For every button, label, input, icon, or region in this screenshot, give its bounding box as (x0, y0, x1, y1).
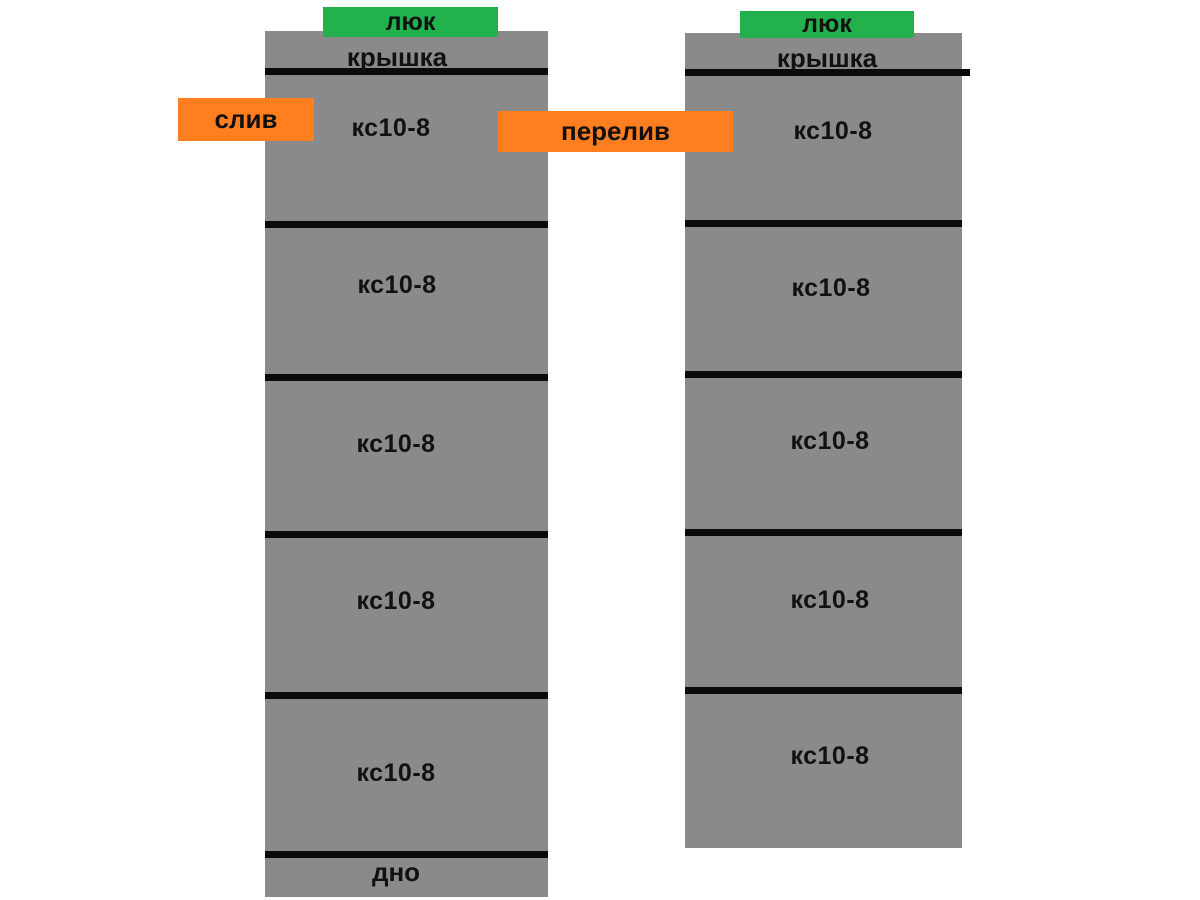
right-tank-ring-label-5: кс10-8 (790, 742, 870, 770)
left-tank-body (265, 31, 548, 897)
left-tank-ring-label-4: кс10-8 (356, 587, 436, 615)
hatch-left-box[interactable]: люк (323, 7, 498, 37)
right-tank-body (685, 33, 962, 848)
left-tank-ring-label-5: кс10-8 (356, 759, 436, 787)
left-tank-divider-4 (265, 692, 548, 699)
left-tank-divider-3 (265, 531, 548, 538)
overflow-box[interactable]: перелив (498, 111, 733, 152)
left-tank-bottom-divider (265, 851, 548, 858)
right-tank-cap-divider (685, 69, 970, 76)
drain-box[interactable]: слив (178, 98, 314, 141)
left-tank-ring-label-3: кс10-8 (356, 430, 436, 458)
right-tank-divider-2 (685, 371, 962, 378)
right-tank-ring-label-3: кс10-8 (790, 427, 870, 455)
left-tank-bottom-label: дно (371, 857, 421, 887)
left-tank-ring-label-1: кс10-8 (351, 114, 431, 142)
right-tank-ring-label-4: кс10-8 (790, 586, 870, 614)
right-tank-divider-4 (685, 687, 962, 694)
left-tank-divider-1 (265, 221, 548, 228)
left-tank-divider-2 (265, 374, 548, 381)
left-tank-cap-label: крышка (346, 42, 448, 72)
left-tank-cap-divider (265, 68, 548, 75)
left-tank-ring-label-2: кс10-8 (357, 271, 437, 299)
right-tank-divider-3 (685, 529, 962, 536)
right-tank-cap-label: крышка (776, 43, 878, 73)
right-tank-ring-label-1: кс10-8 (793, 117, 873, 145)
right-tank-divider-1 (685, 220, 962, 227)
right-tank-ring-label-2: кс10-8 (791, 274, 871, 302)
hatch-right-box[interactable]: люк (740, 10, 914, 38)
